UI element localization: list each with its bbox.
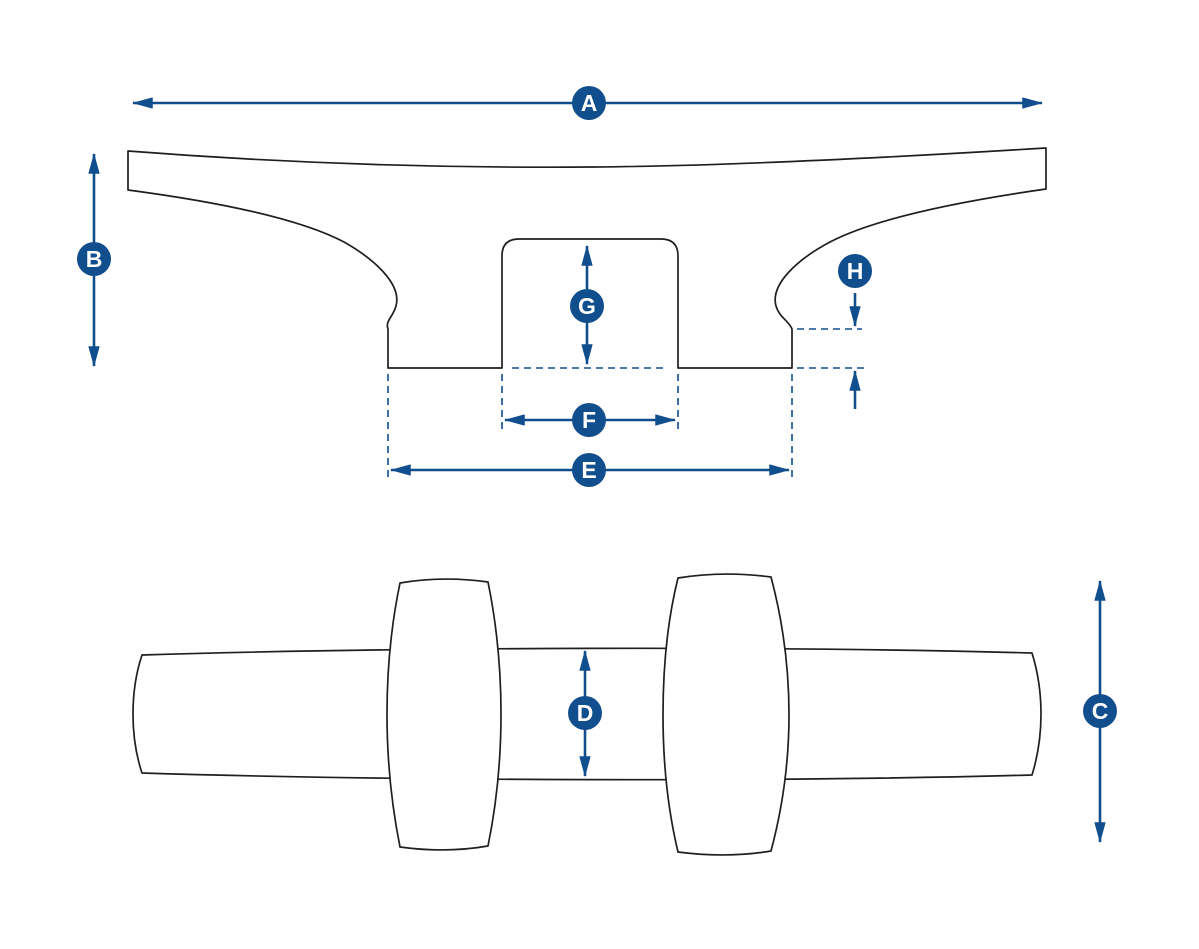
dimension-e-badge <box>572 453 606 487</box>
plan-view: D C <box>132 573 1117 856</box>
dimension-a-badge <box>572 86 606 120</box>
dimension-f-label: F <box>582 407 596 433</box>
dimension-g-badge <box>570 289 604 323</box>
dimension-g: G <box>570 244 604 366</box>
dimension-f-badge <box>572 403 606 437</box>
dimension-b-label: B <box>86 246 103 272</box>
cleat-plan-right-pad <box>662 573 790 856</box>
dimension-d-badge <box>568 696 602 730</box>
dimension-e-label: E <box>581 457 596 483</box>
dimension-h-label: H <box>847 258 864 284</box>
dimension-a: A <box>131 86 1044 120</box>
dimension-d: D <box>568 649 602 778</box>
dimension-c-label: C <box>1092 698 1109 724</box>
dimension-g-label: G <box>578 293 596 319</box>
dimension-e: E <box>387 374 793 487</box>
dimension-d-label: D <box>577 700 594 726</box>
dimension-h-badge <box>838 254 872 288</box>
dimension-c-badge <box>1083 694 1117 728</box>
dimension-h: H <box>797 254 872 409</box>
dimension-c: C <box>1083 579 1117 844</box>
dimension-a-label: A <box>581 90 598 116</box>
cleat-side-profile <box>127 147 1047 369</box>
dimension-f: F <box>501 374 679 437</box>
cleat-plan-left-pad <box>386 578 502 851</box>
side-view: A B G H <box>77 86 1047 487</box>
dimension-b-badge <box>77 242 111 276</box>
dimension-b: B <box>77 152 111 368</box>
